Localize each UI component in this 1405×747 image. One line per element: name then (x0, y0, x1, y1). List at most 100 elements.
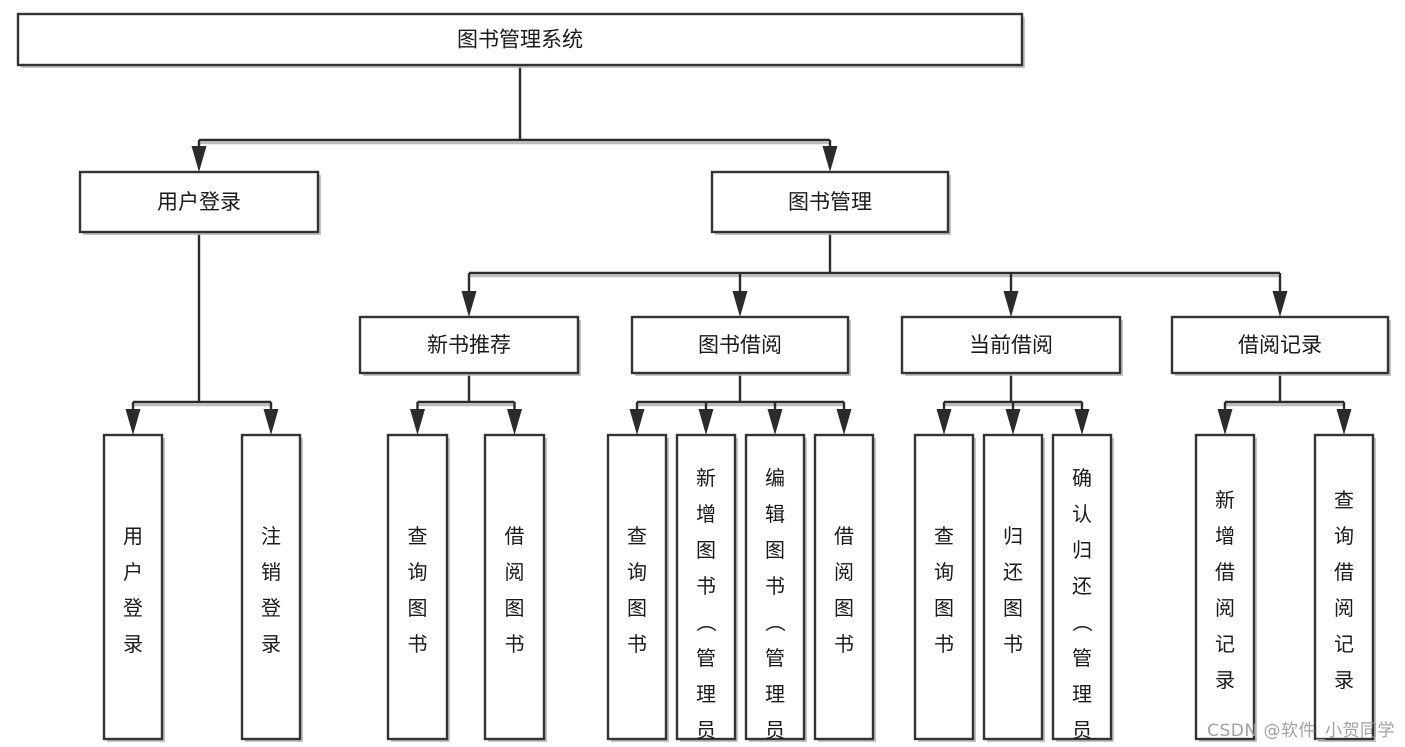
arrow-head-icon (1272, 291, 1288, 317)
node-label-char: 辑 (765, 502, 785, 526)
node-rect[interactable] (1313, 433, 1375, 741)
node-label-char: 阅 (1215, 596, 1235, 620)
node-label-char: 询 (408, 560, 428, 584)
node-rect[interactable] (1051, 433, 1113, 741)
node-rect[interactable] (913, 433, 975, 741)
node-label-char: 询 (1334, 524, 1354, 548)
node-rect[interactable] (78, 170, 320, 234)
node-图书管理系统-l0[interactable]: 图书管理系统 (16, 12, 1025, 68)
node-rect[interactable] (1170, 315, 1390, 375)
node-label-char: 图 (1003, 596, 1023, 620)
node-label-char: 书 (505, 632, 525, 656)
arrow-head-icon (125, 409, 141, 435)
node-label-char: （ (694, 612, 718, 632)
node-label-char: 借 (1215, 560, 1235, 584)
node-label-char: 查 (1334, 488, 1354, 512)
arrow-head-icon (1005, 409, 1021, 435)
arrow-head-icon (1074, 409, 1090, 435)
node-rect[interactable] (675, 433, 737, 741)
connector-group-图书管理 (461, 232, 1288, 317)
node-label-char: 图 (834, 596, 854, 620)
node-label-char: 图 (696, 538, 716, 562)
node-label-char: 阅 (834, 560, 854, 584)
node-label: 借阅记录 (1238, 333, 1322, 357)
node-rect[interactable] (630, 315, 850, 375)
node-label-char: 编 (765, 466, 785, 490)
node-label-char: 员 (1072, 718, 1092, 742)
connector-group-借阅记录 (1217, 373, 1352, 435)
arrow-head-icon (461, 291, 477, 317)
node-label-char: 书 (696, 574, 716, 598)
node-用户登录-l1[interactable]: 用户登录 (78, 170, 321, 235)
node-rect[interactable] (386, 433, 449, 741)
node-rect[interactable] (606, 433, 668, 741)
node-label: 图书管理系统 (457, 28, 583, 52)
node-label-char: （ (1070, 612, 1094, 632)
arrow-head-icon (1217, 409, 1233, 435)
node-label-char: 书 (765, 574, 785, 598)
arrow-head-icon (1003, 291, 1019, 317)
arrow-head-icon (629, 409, 645, 435)
node-label-char: 新 (696, 466, 716, 490)
node-label-char: 阅 (505, 560, 525, 584)
arrow-head-icon (698, 409, 714, 435)
node-图书借阅-l2[interactable]: 图书借阅 (630, 315, 851, 376)
arrow-head-icon (507, 409, 522, 435)
node-rect[interactable] (710, 170, 950, 234)
node-label-char: 还 (1003, 560, 1023, 584)
node-label-char: 理 (765, 682, 785, 706)
connector-group-当前借阅 (936, 373, 1090, 435)
node-label-char: 书 (934, 632, 954, 656)
connector-group-图书借阅 (629, 373, 852, 435)
arrow-head-icon (836, 409, 852, 435)
node-label-char: 确 (1072, 466, 1092, 490)
node-rect[interactable] (982, 433, 1044, 741)
node-label-char: 增 (1215, 524, 1235, 548)
node-新书推荐-l2[interactable]: 新书推荐 (358, 315, 581, 376)
node-rect[interactable] (483, 433, 546, 741)
node-label-char: 员 (696, 718, 716, 742)
node-label-char: 新 (1215, 488, 1235, 512)
node-label-char: 录 (123, 632, 143, 656)
node-label-char: 销 (261, 560, 281, 584)
node-rect[interactable] (813, 433, 875, 741)
node-label-char: 管 (765, 646, 785, 670)
node-label-char: 增 (696, 502, 716, 526)
node-label-char: 图 (765, 538, 785, 562)
node-用户登录-l3[interactable]: 用户登录 (102, 433, 165, 742)
node-rect[interactable] (900, 315, 1122, 375)
node-label-char: 书 (834, 632, 854, 656)
arrow-head-icon (732, 291, 748, 317)
node-label-char: 录 (1334, 668, 1354, 692)
node-当前借阅-l2[interactable]: 当前借阅 (900, 315, 1123, 376)
arrow-head-icon (822, 146, 838, 172)
node-rect[interactable] (1194, 433, 1256, 741)
node-label-char: 图 (627, 596, 647, 620)
node-label-char: 登 (261, 596, 281, 620)
node-rect[interactable] (102, 433, 164, 741)
node-label-char: 管 (1072, 646, 1092, 670)
node-label-char: 理 (696, 682, 716, 706)
node-rect[interactable] (240, 433, 302, 741)
node-rect[interactable] (358, 315, 580, 375)
node-label-char: 查 (408, 524, 428, 548)
node-label-char: 询 (934, 560, 954, 584)
node-rect[interactable] (744, 433, 806, 741)
node-label-char: 注 (261, 524, 281, 548)
node-借阅记录-l2[interactable]: 借阅记录 (1170, 315, 1391, 376)
node-rect[interactable] (16, 12, 1024, 67)
node-label: 图书管理 (788, 190, 872, 214)
node-图书管理-l1[interactable]: 图书管理 (710, 170, 951, 235)
